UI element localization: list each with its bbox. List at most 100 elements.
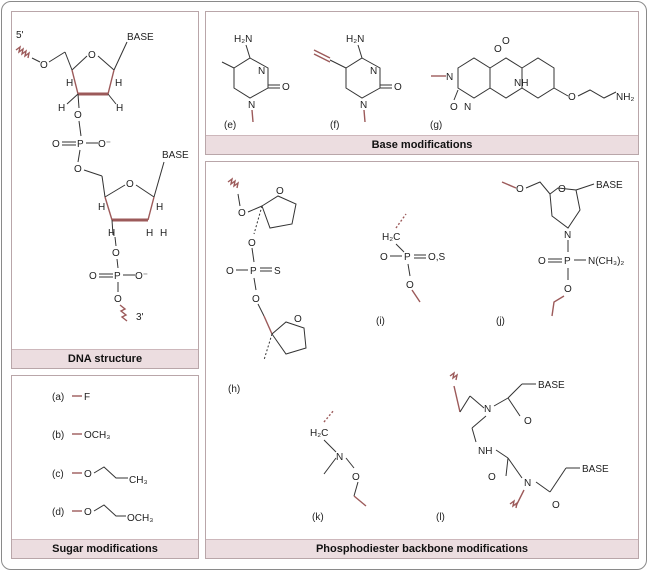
sugar-d-label: (d) [52, 507, 64, 518]
svg-text:O: O [74, 110, 82, 121]
svg-text:N: N [524, 478, 531, 489]
svg-text:O: O [248, 238, 256, 249]
svg-text:O: O [558, 184, 566, 195]
svg-text:NH₂: NH₂ [616, 92, 634, 103]
label-l: (l) [436, 512, 445, 523]
svg-text:H: H [156, 202, 163, 213]
sugar-c-label: (c) [52, 469, 64, 480]
svg-text:O: O [564, 284, 572, 295]
base-modifications-diagram: H₂N N N O (e) H₂N N N O (f) N O N O O [221, 34, 634, 131]
svg-text:NH: NH [514, 78, 528, 89]
svg-text:O: O [538, 256, 546, 267]
svg-text:N: N [564, 230, 571, 241]
svg-text:BASE: BASE [596, 180, 623, 191]
svg-text:N: N [446, 72, 453, 83]
svg-text:BASE: BASE [538, 380, 565, 391]
ring1-o-label: O [88, 50, 96, 61]
svg-text:O: O [568, 92, 576, 103]
svg-text:H₂N: H₂N [346, 34, 364, 45]
label-i: (i) [376, 316, 385, 327]
label-j: (j) [496, 316, 505, 327]
svg-text:H: H [58, 103, 65, 114]
svg-text:O: O [112, 248, 120, 259]
svg-text:O: O [406, 280, 414, 291]
wavy-bond-3prime [119, 304, 128, 322]
svg-text:H: H [146, 228, 153, 239]
dna-structure-diagram: 5' O O BASE H H H H O P O O⁻ O O [15, 30, 189, 323]
ring2-o-label: O [126, 179, 134, 190]
svg-text:S: S [274, 266, 281, 277]
svg-text:O: O [294, 314, 302, 325]
label-g: (g) [430, 120, 442, 131]
svg-text:N: N [258, 66, 265, 77]
svg-text:N: N [248, 100, 255, 111]
svg-text:P: P [250, 266, 257, 277]
svg-text:O: O [516, 184, 524, 195]
panel-sugar-modifications: (a) F (b) OCH₃ (c) O CH₃ (d) O OCH₃ Suga… [11, 375, 199, 559]
sugar-b-label: (b) [52, 430, 64, 441]
svg-text:O: O [380, 252, 388, 263]
svg-text:O: O [238, 208, 246, 219]
svg-text:H₂N: H₂N [234, 34, 252, 45]
svg-text:P: P [564, 256, 571, 267]
svg-text:O: O [552, 500, 560, 511]
svg-text:H: H [116, 103, 123, 114]
svg-text:O: O [352, 472, 360, 483]
svg-text:N: N [484, 404, 491, 415]
caption-sugar-modifications: Sugar modifications [12, 539, 198, 558]
svg-text:H₂C: H₂C [382, 232, 400, 243]
o5-label: O [40, 60, 48, 71]
svg-text:O: O [89, 271, 97, 282]
three-prime-label: 3' [136, 312, 144, 323]
caption-dna-structure: DNA structure [12, 349, 198, 368]
svg-text:N: N [360, 100, 367, 111]
backbone-modifications-diagram: O O O P O S O O (h) H₂C P O O,S O (i) [226, 177, 624, 523]
svg-text:O: O [114, 294, 122, 305]
panel-backbone-modifications: O O O P O S O O (h) H₂C P O O,S O (i) [205, 161, 639, 559]
svg-text:O,S: O,S [428, 252, 446, 263]
svg-text:N: N [336, 452, 343, 463]
svg-text:O: O [502, 36, 510, 47]
phosphorus-1: P [77, 139, 84, 150]
sugar-d-group: OCH₃ [127, 513, 153, 524]
panel-dna-structure: 5' O O BASE H H H H O P O O⁻ O O [11, 11, 199, 369]
five-prime-label: 5' [16, 30, 24, 41]
label-e: (e) [224, 120, 236, 131]
svg-text:NH: NH [478, 446, 492, 457]
svg-text:H₂C: H₂C [310, 428, 328, 439]
svg-text:H: H [108, 228, 115, 239]
svg-text:O: O [450, 102, 458, 113]
svg-text:O: O [84, 469, 92, 480]
label-k: (k) [312, 512, 324, 523]
sugar-modifications-diagram: (a) F (b) OCH₃ (c) O CH₃ (d) O OCH₃ [52, 392, 153, 524]
svg-text:H: H [115, 78, 122, 89]
base-label-2: BASE [162, 150, 189, 161]
svg-text:N: N [370, 66, 377, 77]
svg-text:O: O [226, 266, 234, 277]
o-minus-2: O⁻ [135, 271, 148, 282]
svg-text:H: H [160, 228, 167, 239]
sugar-a-label: (a) [52, 392, 64, 403]
label-h: (h) [228, 384, 240, 395]
phosphorus-2: P [114, 271, 121, 282]
wavy-bond-5prime [15, 45, 31, 59]
caption-base-modifications: Base modifications [206, 135, 638, 154]
svg-text:O: O [488, 472, 496, 483]
svg-text:O: O [282, 82, 290, 93]
panel-base-modifications: H₂N N N O (e) H₂N N N O (f) N O N O O [205, 11, 639, 155]
svg-text:O: O [524, 416, 532, 427]
svg-text:H: H [98, 202, 105, 213]
svg-text:O: O [494, 44, 502, 55]
sugar-b-group: OCH₃ [84, 430, 110, 441]
caption-backbone-modifications: Phosphodiester backbone modifications [206, 539, 638, 558]
svg-text:O: O [52, 139, 60, 150]
svg-text:N(CH₃)₂: N(CH₃)₂ [588, 256, 624, 267]
svg-text:H: H [66, 78, 73, 89]
svg-text:O: O [74, 164, 82, 175]
svg-text:O: O [84, 507, 92, 518]
svg-text:O: O [276, 186, 284, 197]
o-minus-1: O⁻ [98, 139, 111, 150]
sugar-a-group: F [84, 392, 90, 403]
svg-text:O: O [252, 294, 260, 305]
